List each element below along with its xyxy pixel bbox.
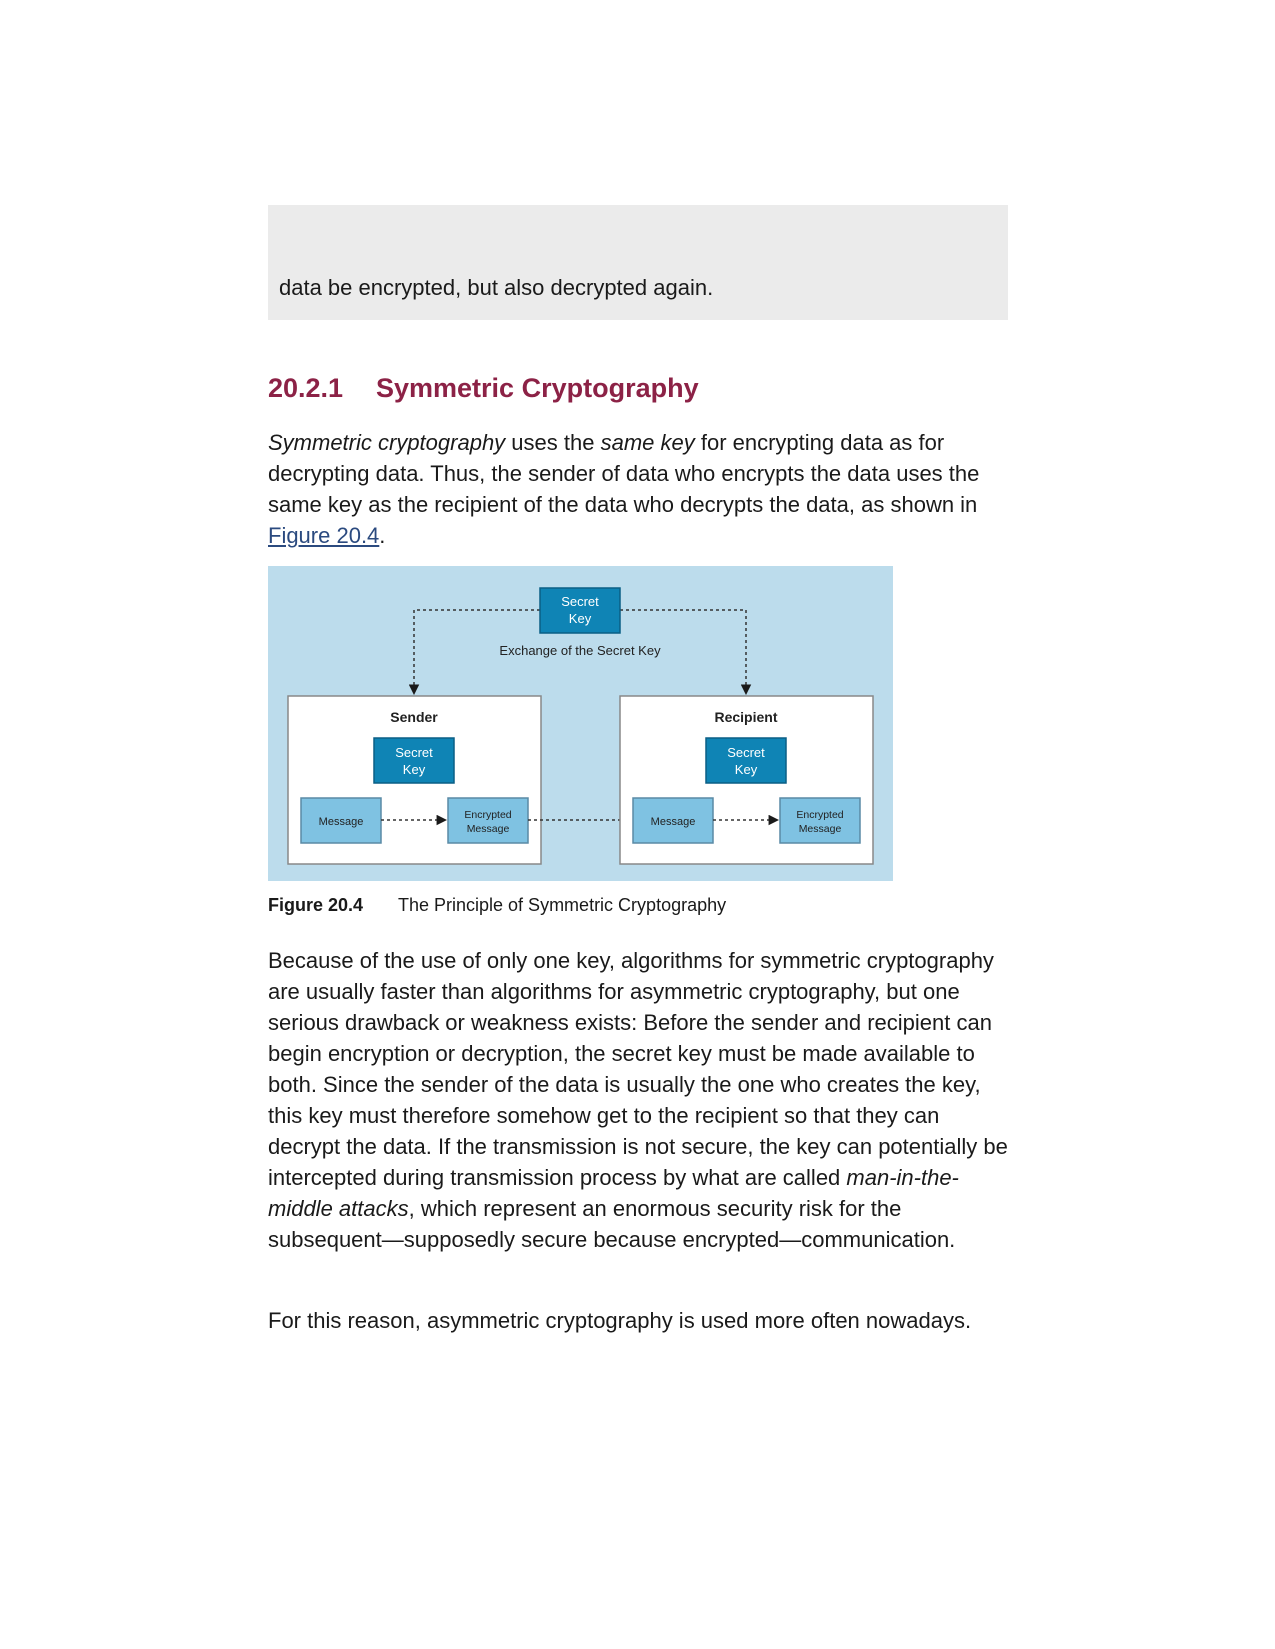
sender-key-box (373, 737, 455, 784)
exchange-line-recipient (620, 609, 752, 696)
recipient-key-line2: Key (735, 762, 758, 777)
sender-encrypted-line2: Message (467, 823, 510, 835)
paragraph-drawback-text-1: Because of the use of only one key, algo… (268, 948, 1008, 1190)
key-exchange-lines (408, 609, 752, 696)
figure-symmetric-cryptography: Secret Key Exchange of the Secret Key Se… (268, 566, 893, 881)
sender-key-line1: Secret (395, 745, 433, 760)
recipient-encrypted-line2: Message (799, 823, 842, 835)
top-key-line1: Secret (561, 594, 599, 609)
sender-title: Sender (390, 709, 438, 725)
recipient-key-box (705, 737, 787, 784)
paragraph-intro-text-1: uses the (505, 430, 601, 455)
note-text: data be encrypted, but also decrypted ag… (279, 275, 714, 300)
top-key-box (539, 587, 621, 634)
sender-encrypted-line1: Encrypted (464, 809, 511, 821)
recipient-title: Recipient (714, 709, 777, 725)
sender-encrypted-box (447, 797, 529, 844)
figure-link[interactable]: Figure 20.4 (268, 523, 380, 548)
recipient-message-label: Message (651, 816, 696, 828)
top-secret-key: Secret Key (539, 587, 621, 634)
paragraph-intro-text-2: for encrypting data as for decrypting da… (268, 430, 980, 517)
sender-key-line2: Key (403, 762, 426, 777)
note-box: data be encrypted, but also decrypted ag… (268, 205, 1008, 320)
recipient-key-line1: Secret (727, 745, 765, 760)
recipient-panel: Recipient Secret Key Message Encrypted M… (619, 695, 874, 865)
top-key-line2: Key (569, 611, 592, 626)
recipient-encrypted-line1: Encrypted (796, 809, 843, 821)
paragraph-drawback-text-2: , which represent an enormous security r… (268, 1196, 956, 1252)
sender-panel: Sender Secret Key Message Encrypted Mess… (287, 695, 542, 865)
caption-label: Figure 20.4 (268, 895, 364, 915)
sender-message-label: Message (319, 816, 364, 828)
paragraph-drawback: Because of the use of only one key, algo… (268, 945, 1008, 1255)
term-symmetric-cryptography: Symmetric cryptography (268, 430, 506, 455)
diagram: Secret Key Exchange of the Secret Key Se… (287, 587, 874, 865)
figure-caption: Figure 20.4 The Principle of Symmetric Cr… (268, 895, 726, 916)
sender-message-box (300, 797, 382, 844)
term-same-key: same key (600, 430, 695, 455)
recipient-message-box (632, 797, 714, 844)
recipient-encrypted-box (779, 797, 861, 844)
caption-text: The Principle of Symmetric Cryptography (398, 895, 727, 915)
section-title: Symmetric Cryptography (376, 373, 699, 403)
paragraph-intro: Symmetric cryptography uses the same key… (268, 427, 1008, 551)
paragraph-intro-text-3: . (379, 523, 386, 548)
term-mitm-attacks: man-in-the-middle attacks (268, 1165, 959, 1221)
exchange-line-sender (408, 609, 540, 696)
section-number: 20.2.1 (268, 373, 344, 403)
section-heading: 20.2.1 Symmetric Cryptography (268, 373, 699, 404)
exchange-label: Exchange of the Secret Key (499, 643, 661, 658)
paragraph-conclusion: For this reason, asymmetric cryptography… (268, 1308, 972, 1333)
